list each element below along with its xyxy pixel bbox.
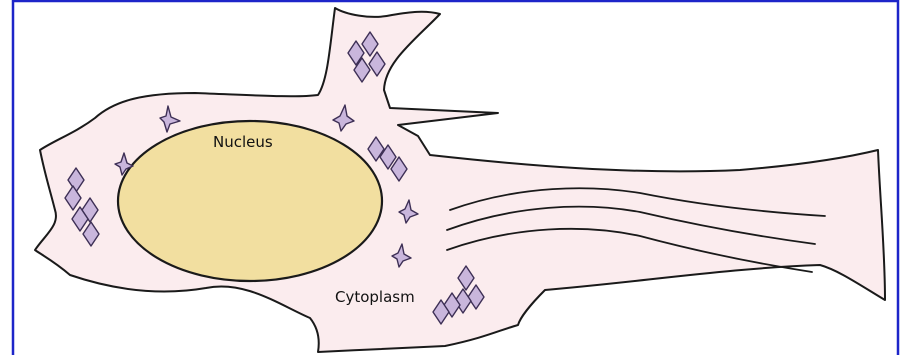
cytoplasm-label: Cytoplasm bbox=[335, 288, 415, 306]
nucleus-label: Nucleus bbox=[213, 133, 273, 151]
